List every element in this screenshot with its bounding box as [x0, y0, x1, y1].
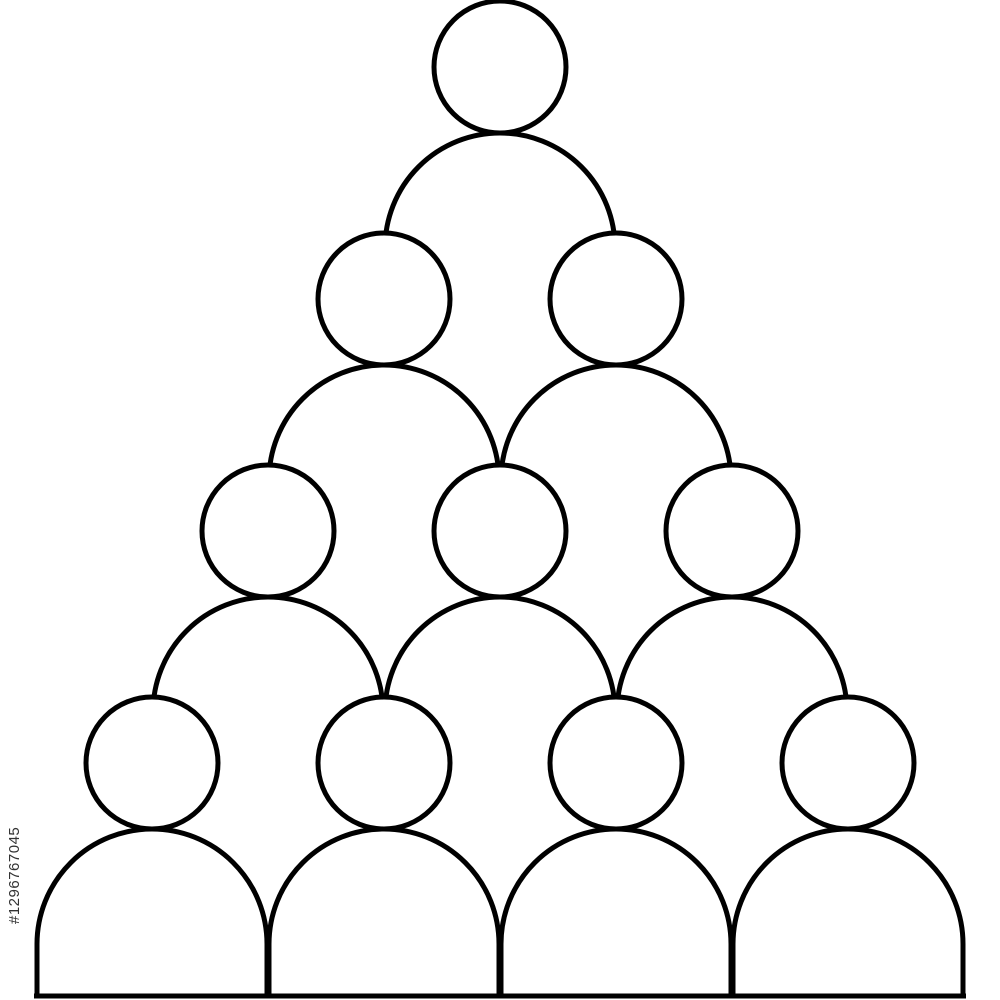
person-head: [431, 462, 569, 600]
person-head: [547, 230, 685, 368]
person-head: [779, 694, 917, 832]
person-head: [431, 0, 569, 136]
person-figure: [498, 694, 734, 999]
figures-group: [34, 0, 966, 999]
stock-image-id-watermark: #1296767045: [6, 826, 23, 924]
person-head: [547, 694, 685, 832]
person-head: [199, 462, 337, 600]
person-head: [315, 230, 453, 368]
person-figure: [266, 694, 502, 999]
person-figure: [34, 694, 270, 999]
person-head: [663, 462, 801, 600]
person-figure: [730, 694, 966, 999]
person-head: [83, 694, 221, 832]
person-head: [315, 694, 453, 832]
